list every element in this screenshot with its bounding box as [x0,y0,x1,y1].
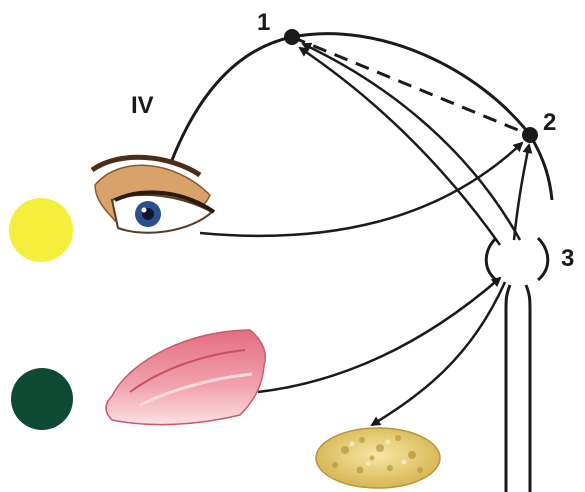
arrow-3-to-2 [514,145,529,240]
label-roman: IV [131,92,154,119]
brainstem [486,238,548,492]
eye-icon [92,157,214,232]
arrow-tongue-to-3 [258,278,500,392]
yellow-circle [9,198,73,262]
node-1-dot [284,29,300,45]
arrow-eye-to-2 [200,143,522,236]
food-icon [316,428,440,488]
node-2-dot [522,127,538,143]
dashed-link-1-2 [292,37,530,135]
label-node-3: 3 [561,245,574,272]
arrow-3-to-food [372,282,505,425]
tongue-icon [106,330,265,425]
green-circle [11,368,73,430]
head-outline [172,34,552,200]
label-node-2: 2 [543,109,556,136]
label-node-1: 1 [257,9,270,36]
